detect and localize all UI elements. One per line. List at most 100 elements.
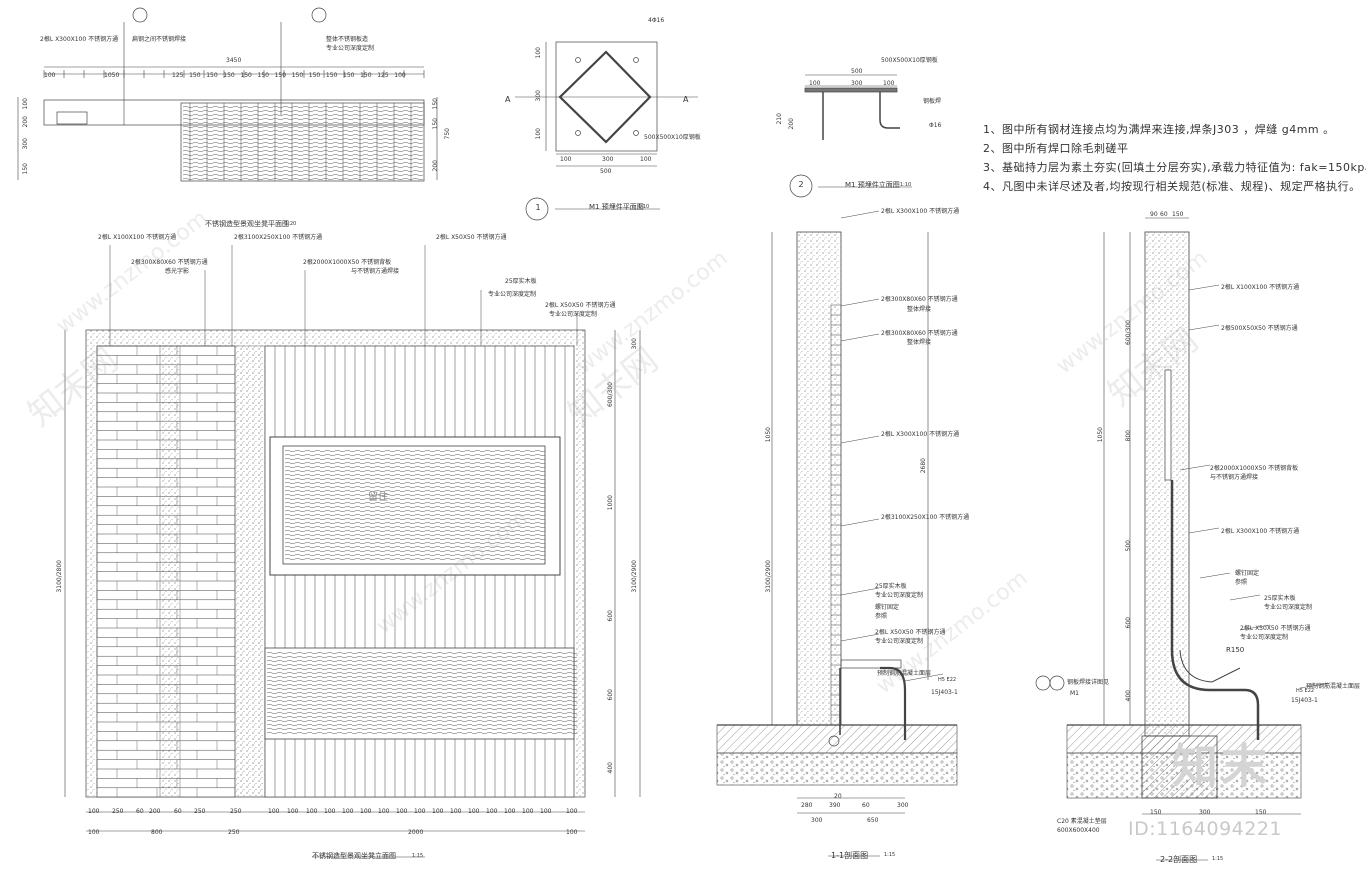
elev-right-dim-6: 600 — [607, 689, 614, 701]
s2-leader-0 — [1188, 284, 1220, 291]
plan-top-dim-6: 150 — [274, 72, 287, 79]
elev-bottom1-dim-19: 100 — [486, 808, 498, 815]
s2-callout-14: 600X600X400 — [1057, 827, 1100, 834]
plan-top-dim-8: 150 — [308, 72, 321, 79]
s2-dim-v4: 500 — [1125, 540, 1132, 552]
s2-wall — [1144, 231, 1190, 737]
s2-seat-support — [1170, 480, 1260, 740]
s1-wall — [796, 231, 842, 726]
s1-callout-10: 参照 — [875, 613, 888, 620]
s1-callout-3: 2根300X80X60 不锈钢方通 — [881, 330, 958, 337]
elev-right-dim-7: 400 — [607, 762, 614, 774]
s2-callout-15: M1 — [1070, 690, 1079, 697]
s1-title: 1-1剖面图 — [831, 851, 869, 860]
elev-callout-4: 2根3100X250X100 不锈钢方通 — [234, 234, 323, 241]
plan-seat-grain — [182, 106, 424, 180]
elev-bottom1-dim-12: 100 — [360, 808, 372, 815]
m1-elev-dim-v1: 210 — [776, 113, 783, 125]
s1-leader-0 — [840, 210, 880, 219]
elev-callout-9: 专业公司深度定制 — [488, 291, 537, 298]
elev-sign-inner — [282, 445, 546, 565]
m1-dim-h3: 100 — [640, 156, 652, 163]
plan-top-dim-2: 150 — [206, 72, 218, 79]
s1-dim-h7: 650 — [867, 817, 879, 824]
s2-callout-8: 专业公司深度定制 — [1264, 604, 1313, 611]
plan-dim-a: 100 — [44, 72, 56, 79]
plan-top-dim-1: 150 — [189, 72, 201, 79]
s1-callout-14: 15J403-1 — [931, 689, 958, 696]
plan-top-dim-0: 125 — [172, 72, 184, 79]
m1-label-bolts: 4Φ16 — [648, 17, 665, 24]
s1-callout-0: 2根L X300X100 不锈钢方通 — [881, 208, 960, 215]
m1-elev-label-bar: Φ16 — [929, 122, 942, 129]
m1-bolt-1 — [575, 57, 581, 63]
note-4: 4、凡图中未详尽述及者,均按现行相关规范(标准、规程)、规定严格执行。 — [983, 180, 1361, 193]
elev-bottom1-dim-3: 200 — [149, 808, 161, 815]
elev-bottom2-dim-1: 100 — [88, 829, 100, 836]
m1-bolt-2 — [633, 57, 639, 63]
s1-leader-5 — [840, 587, 880, 596]
elev-bottom1-dim-17: 100 — [450, 808, 462, 815]
plan-callout-2: 扁钢之间不锈钢焊接 — [132, 36, 187, 43]
m1-elev-circle-number: 2 — [798, 180, 804, 189]
s1-callout-6: 2根3100X250X100 不锈钢方通 — [881, 514, 970, 521]
s1-seat-support — [880, 666, 907, 740]
elev-right-dim-3: 1000 — [607, 495, 614, 511]
plan-side-dim-5: 150 — [432, 98, 439, 110]
plan-bracket — [56, 111, 88, 125]
m1-elev-dim-h2: 100 — [809, 80, 821, 87]
elev-bottom1-dim-7: 100 — [268, 808, 280, 815]
s2-title: 2-2剖面图 — [1160, 855, 1198, 864]
m1-scale: 1:10 — [638, 204, 650, 210]
m1-dim-h2: 300 — [602, 156, 614, 163]
s1-callout-9: 螺钉固定 — [875, 604, 900, 611]
s2-scale: 1:15 — [1212, 856, 1224, 862]
elev-bottom1-dim-6: 250 — [230, 808, 242, 815]
elev-bottom1-dim-10: 100 — [324, 808, 336, 815]
elev-bottom2-dim-5: 100 — [566, 829, 578, 836]
elev-bottom1-dim-21: 100 — [522, 808, 534, 815]
s1-ref-mark: H5 E22 — [938, 677, 957, 683]
elev-right-dim-4: 3100/2900 — [631, 560, 638, 593]
s2-callout-13: C20 素混凝土垫层 — [1057, 818, 1107, 825]
s2-callout-6: 参照 — [1235, 579, 1248, 586]
elev-callout-6: 与不锈钢方通焊接 — [351, 268, 400, 275]
elev-bottom1-dim-23: 100 — [566, 808, 578, 815]
s1-callout-7: 25厚实木板 — [875, 583, 907, 590]
s2-leader-5 — [1229, 594, 1261, 601]
m1-elev-title: M1 预埋件立面图 — [845, 181, 900, 189]
s2-callout-9: 2根L X50X50 不锈钢方通 — [1240, 625, 1311, 632]
plan-callout-circle-2 — [311, 7, 327, 23]
s1-callout-13: 预制钢筋混凝土面层 — [877, 670, 932, 677]
m1-elev-label-weld: 钢板焊 — [923, 98, 942, 105]
plan-scale: 1:20 — [285, 221, 297, 227]
s2-leader-6 — [1239, 624, 1271, 631]
elev-bottom2-dim-3: 250 — [228, 829, 240, 836]
elev-bottom1-dim-1: 250 — [112, 808, 124, 815]
m1-dim-h4: 500 — [600, 168, 612, 175]
s1-seat-board — [840, 659, 902, 669]
s2-dim-v6: 400 — [1125, 690, 1132, 702]
elev-bottom1-dim-8: 100 — [287, 808, 299, 815]
plan-side-dim-6: 150 — [432, 118, 439, 130]
elev-center-post — [234, 345, 266, 798]
plan-callout-circle-1 — [132, 7, 148, 23]
s1-dim-v2: 3100/2900 — [765, 560, 772, 593]
plan-top-dim-5: 150 — [257, 72, 269, 79]
elev-bottom1-dim-9: 100 — [306, 808, 318, 815]
s2-callout-5: 螺钉固定 — [1235, 570, 1260, 577]
m1-dim-v1: 100 — [535, 47, 542, 59]
elev-callout-7: 2根L X50X50 不锈钢方通 — [436, 234, 507, 241]
s2-callout-1: 2根500X50X50 不锈钢方通 — [1221, 325, 1298, 332]
s1-leader-3 — [840, 435, 880, 444]
s1-callout-2: 整体焊接 — [907, 306, 932, 313]
s1-gravel — [716, 752, 958, 786]
s2-leader-4 — [1199, 572, 1231, 579]
s2-ref-mark: H5 E22 — [1296, 688, 1315, 694]
elev-bottom1-dim-4: 60 — [174, 808, 182, 815]
elev-bottom1-dim-22: 100 — [540, 808, 552, 815]
m1-elev-bar-hook — [879, 119, 900, 129]
s2-callout-12: 15J403-1 — [1291, 697, 1318, 704]
s2-leader-7 — [1299, 682, 1331, 689]
s2-callout-4: 2根L X300X100 不锈钢方通 — [1221, 528, 1300, 535]
